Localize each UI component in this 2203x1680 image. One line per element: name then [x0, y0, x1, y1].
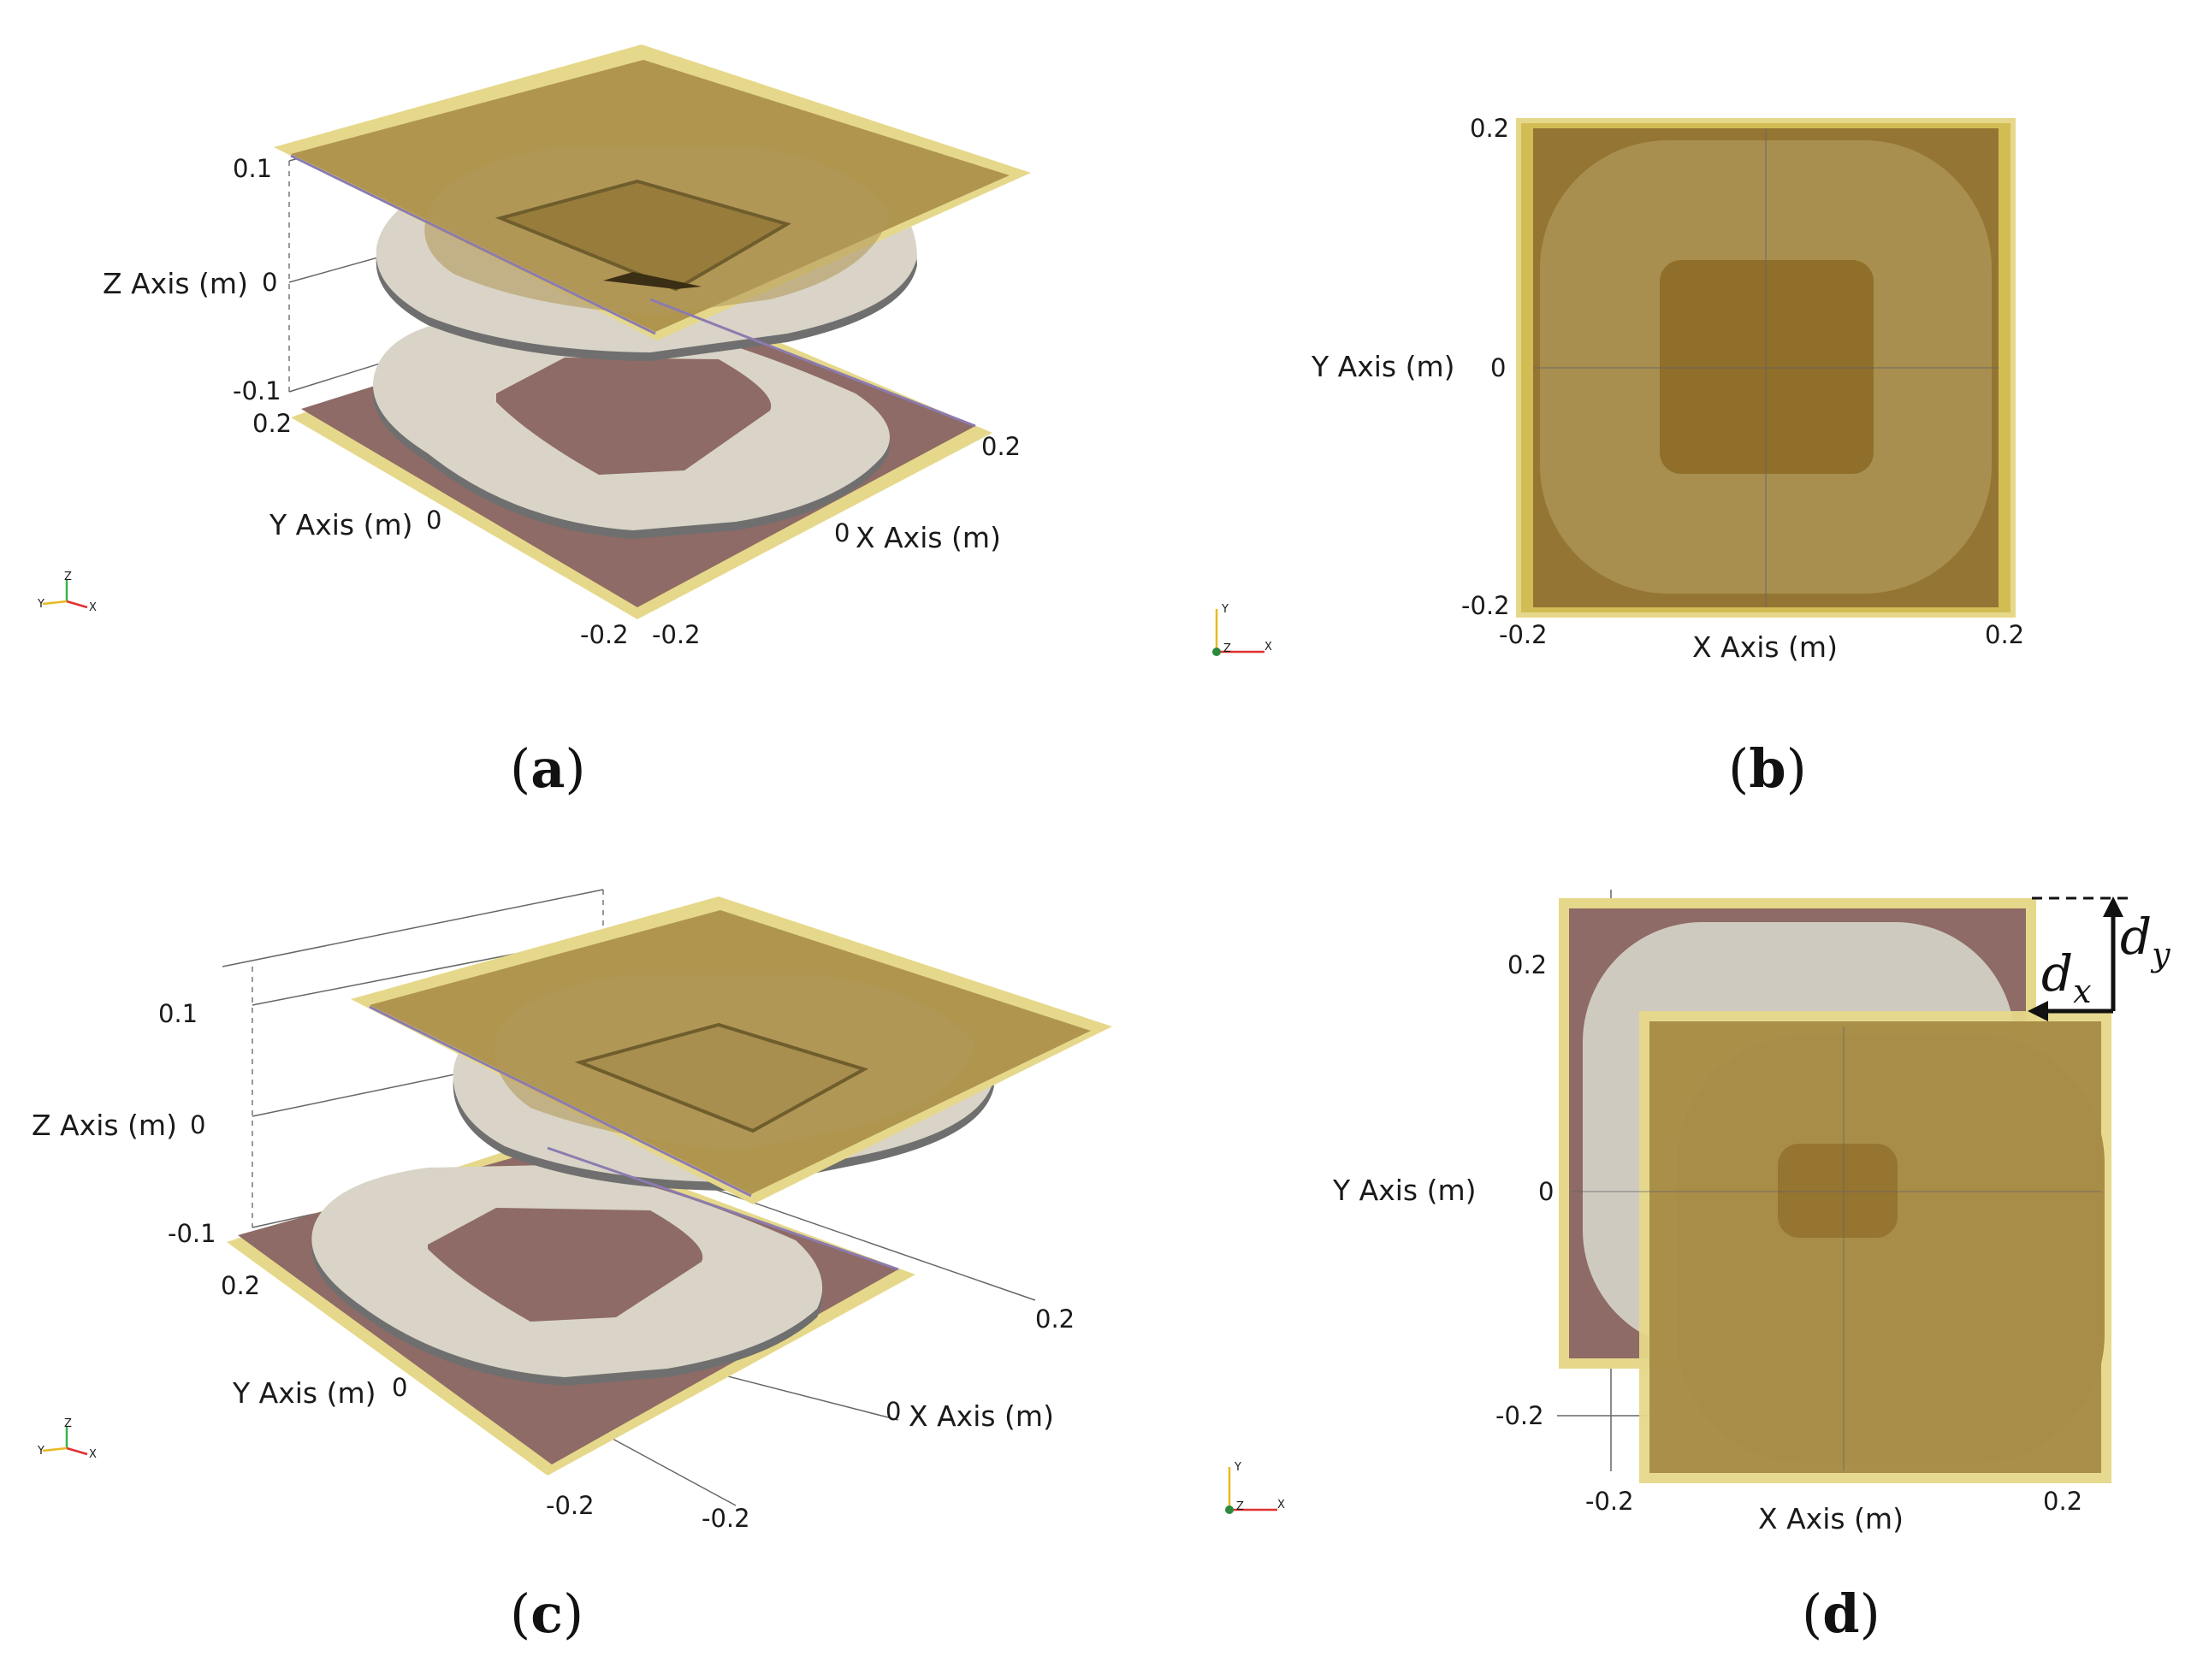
panel-b-y-tick-0: 0.2 — [1470, 114, 1509, 143]
panel-c-y-axis-label: Y Axis (m) — [232, 1376, 376, 1410]
panel-b-caption: (b) — [1728, 737, 1807, 800]
panel-a-z-tick-1: 0 — [262, 268, 277, 297]
panel-b-triad-y: Y — [1221, 603, 1229, 616]
panel-d-triad-x: X — [1277, 1499, 1285, 1511]
panel-b-y-tick-1: 0 — [1490, 353, 1506, 382]
panel-a-x-tick-2: 0.2 — [981, 432, 1021, 461]
panel-a-x-axis-label: X Axis (m) — [856, 521, 1001, 554]
panel-c-y-tick-1: 0 — [392, 1373, 407, 1402]
panel-d-x-axis-label: X Axis (m) — [1758, 1502, 1904, 1535]
panel-d-orientation-triad: Y Z X — [1225, 1461, 1285, 1514]
panel-b-x-tick-1: 0.2 — [1985, 620, 2024, 649]
panel-c-triad-z: Z — [64, 1417, 72, 1430]
panel-b-triad-z: Z — [1223, 642, 1231, 655]
panel-c-triad-x: X — [89, 1448, 97, 1461]
panel-d-x-tick-0: -0.2 — [1585, 1487, 1634, 1516]
panel-b-triad-x: X — [1264, 641, 1272, 654]
panel-c-orientation-triad: Z Y X — [37, 1417, 97, 1461]
panel-c: 0.1 0 -0.1 0.2 0 -0.2 -0.2 0 0.2 Z Axis … — [32, 889, 1112, 1645]
panel-d-top-coil — [1677, 1035, 2105, 1463]
panel-b-x-tick-0: -0.2 — [1499, 620, 1548, 649]
panel-d-triad-y: Y — [1234, 1461, 1241, 1474]
panel-a-triad-x: X — [89, 601, 97, 614]
panel-d-caption-letter: d — [1822, 1582, 1859, 1645]
panel-a-z-tick-0: 0.1 — [233, 154, 272, 183]
panel-b-orientation-triad: Y Z X — [1212, 603, 1272, 656]
panel-a: 0.1 0 -0.1 0.2 0 -0.2 -0.2 0 0.2 Z Axis … — [37, 44, 1031, 800]
panel-d-top-coil-hole — [1778, 1144, 1898, 1238]
panel-a-bottom-coil-hole — [496, 358, 772, 475]
panel-a-z-axis-label: Z Axis (m) — [103, 267, 248, 300]
panel-d-x-tick-1: 0.2 — [2043, 1487, 2082, 1516]
panel-c-top-hole — [574, 1022, 869, 1133]
panel-a-top-hole-shadow — [603, 272, 702, 289]
panel-d-dx-label: dx — [2041, 944, 2092, 1010]
panel-c-x-tick-1: 0 — [885, 1397, 901, 1426]
panel-b: 0.2 0 -0.2 -0.2 0.2 Y Axis (m) X Axis (m… — [1212, 114, 2024, 800]
panel-d-dy-label: dy — [2120, 908, 2170, 973]
panel-d-y-tick-0: 0.2 — [1507, 950, 1547, 979]
panel-c-bottom-coil-hole — [428, 1208, 703, 1322]
panel-c-z-axis-label: Z Axis (m) — [32, 1109, 177, 1142]
panel-c-x-tick-0: -0.2 — [702, 1504, 750, 1533]
panel-a-y-tick-0: 0.2 — [252, 409, 292, 438]
panel-a-z-tick-2: -0.1 — [233, 376, 281, 405]
panel-a-top-hole — [494, 179, 792, 292]
panel-d: dx dy 0.2 0 -0.2 -0.2 0.2 Y Axis (m) X A… — [1225, 890, 2170, 1645]
panel-d-y-tick-2: -0.2 — [1495, 1401, 1544, 1430]
panel-c-x-tick-2: 0.2 — [1035, 1304, 1075, 1334]
panel-d-caption: (d) — [1802, 1582, 1880, 1645]
panel-d-y-tick-1: 0 — [1538, 1177, 1554, 1206]
panel-a-x-tick-0: -0.2 — [652, 620, 701, 649]
panel-c-caption-letter: c — [530, 1582, 563, 1645]
panel-b-coil-hole — [1660, 260, 1874, 474]
panel-a-x-tick-1: 0 — [834, 518, 850, 547]
panel-b-y-axis-label: Y Axis (m) — [1311, 350, 1455, 383]
panel-a-y-tick-1: 0 — [426, 506, 441, 535]
panel-c-z-tick-0: 0.1 — [158, 999, 198, 1028]
panel-a-caption: (a) — [510, 737, 586, 800]
panel-d-displacement-annotation: dx dy — [2028, 896, 2170, 1021]
panel-a-caption-letter: a — [530, 737, 565, 800]
panel-a-ticks: 0.1 0 -0.1 0.2 0 -0.2 -0.2 0 0.2 — [233, 154, 1021, 649]
panel-a-triad-z: Z — [64, 571, 72, 583]
panel-b-x-axis-label: X Axis (m) — [1692, 630, 1838, 664]
panel-a-orientation-triad: Z Y X — [37, 571, 97, 614]
panel-c-y-tick-2: -0.2 — [546, 1491, 595, 1520]
panel-b-caption-letter: b — [1749, 737, 1785, 800]
panel-c-caption: (c) — [510, 1582, 583, 1645]
panel-c-y-tick-0: 0.2 — [221, 1271, 260, 1300]
panel-c-x-axis-label: X Axis (m) — [909, 1399, 1054, 1433]
panel-a-triad-y: Y — [37, 598, 44, 611]
panel-c-z-tick-1: 0 — [190, 1110, 205, 1139]
panel-d-triad-z: Z — [1236, 1500, 1244, 1513]
panel-c-ticks: 0.1 0 -0.1 0.2 0 -0.2 -0.2 0 0.2 — [158, 999, 1075, 1533]
panel-c-z-tick-2: -0.1 — [168, 1219, 216, 1248]
panel-d-y-axis-label: Y Axis (m) — [1332, 1174, 1477, 1207]
panel-c-triad-y: Y — [37, 1445, 44, 1458]
panel-b-y-tick-2: -0.2 — [1461, 591, 1510, 620]
panel-a-y-axis-label: Y Axis (m) — [269, 508, 413, 541]
panel-a-y-tick-2: -0.2 — [580, 620, 629, 649]
